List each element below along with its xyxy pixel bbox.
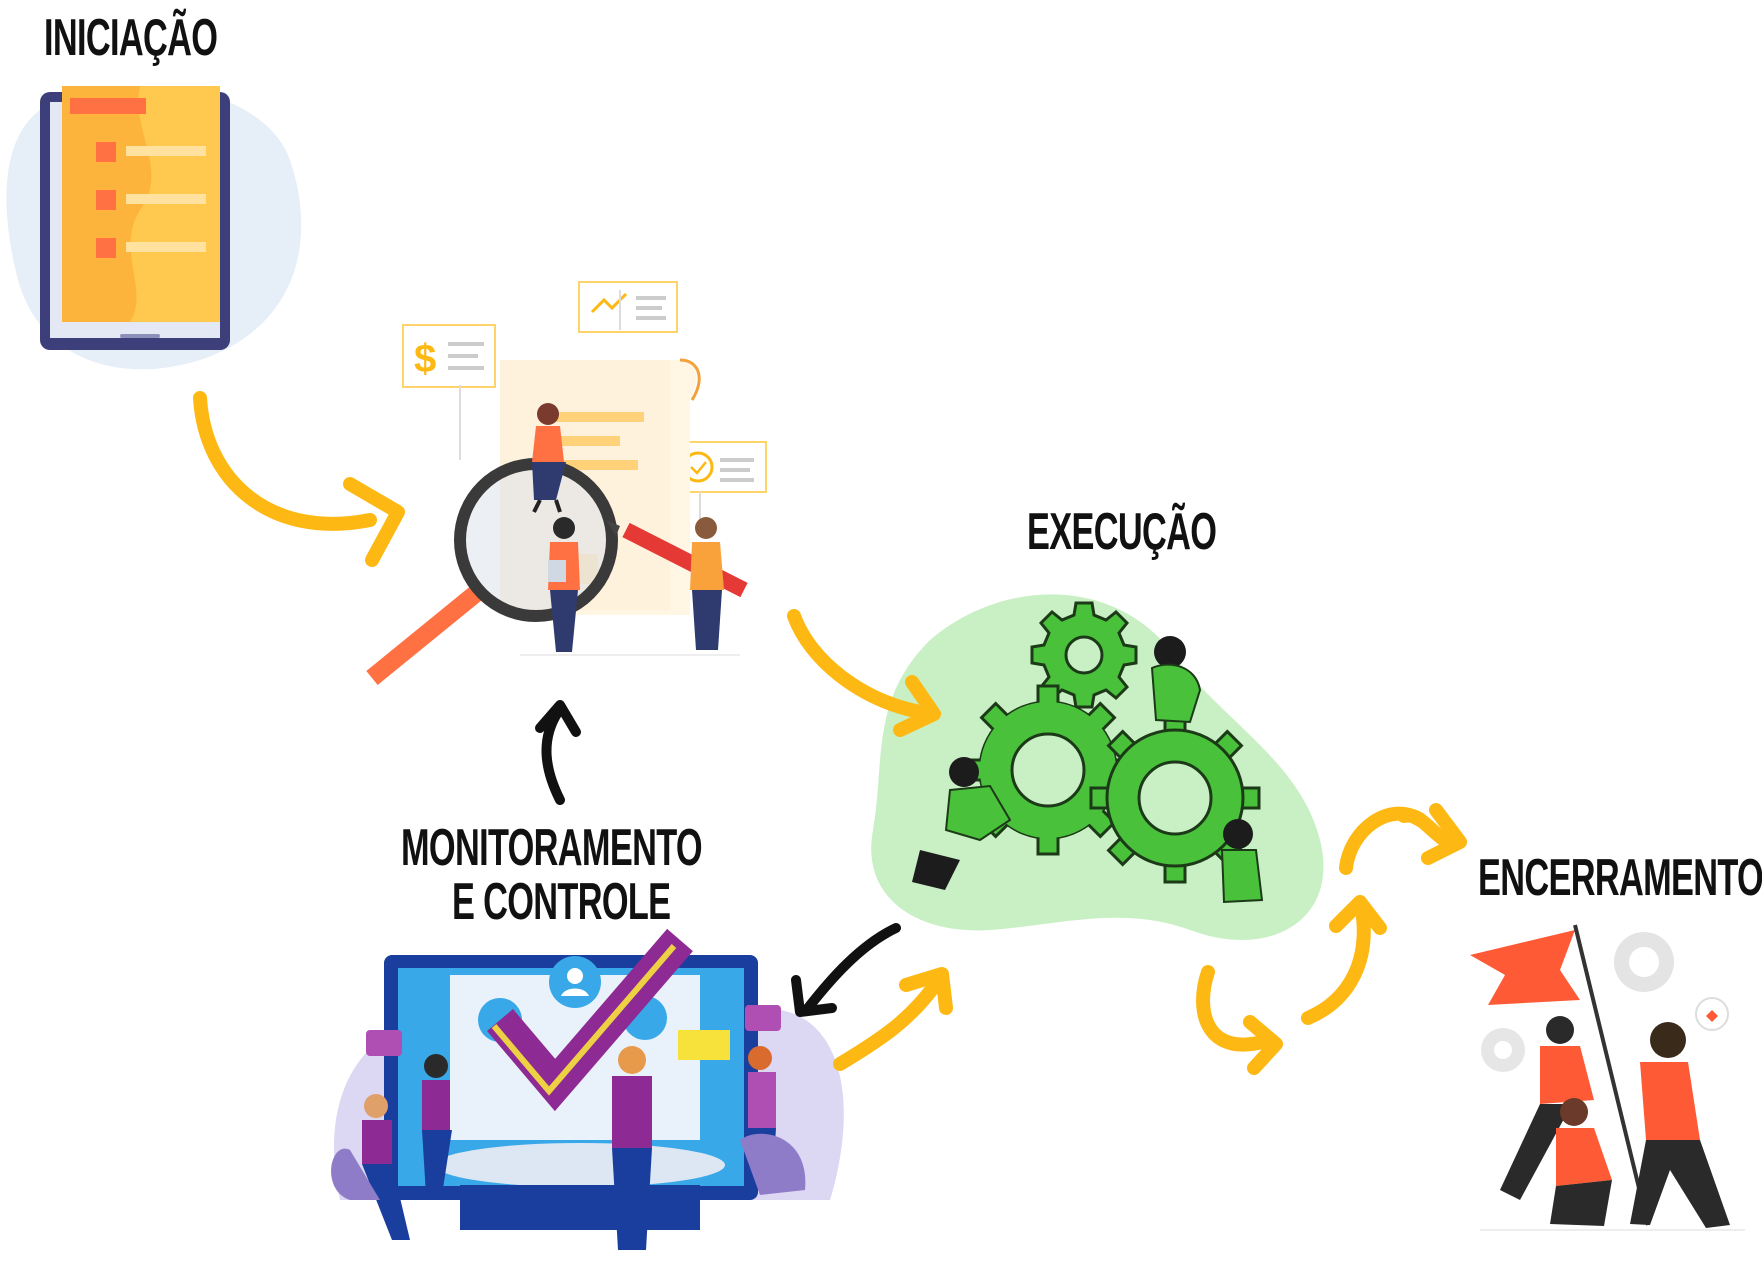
stage-label-execution: EXECUÇÃO (1027, 503, 1217, 561)
stage-label-monitoring-line2: E CONTROLE (452, 873, 671, 931)
team-raising-flag-illustration (1470, 924, 1745, 1231)
stage-label-monitoring-line1: MONITORAMENTO (401, 819, 703, 877)
feedback-arrow (535, 700, 581, 805)
magnifier-documents-illustration: $ (366, 281, 767, 685)
monitor-checkmark-team-illustration (331, 928, 844, 1250)
svg-text:$: $ (414, 337, 436, 381)
stage-label-initiation: INICIAÇÃO (44, 9, 218, 67)
flow-arrow (193, 391, 405, 567)
flow-arrow (1196, 803, 1467, 1075)
gear-icon (1089, 712, 1261, 884)
stage-label-closing: ENCERRAMENTO (1478, 849, 1762, 907)
tablet-checklist-illustration (6, 86, 302, 370)
gear-icon (962, 684, 1134, 856)
gears-teamwork-illustration (871, 594, 1324, 940)
flow-arrow (833, 967, 953, 1071)
feedback-arrow (791, 923, 901, 1017)
flow-arrow (787, 609, 941, 737)
